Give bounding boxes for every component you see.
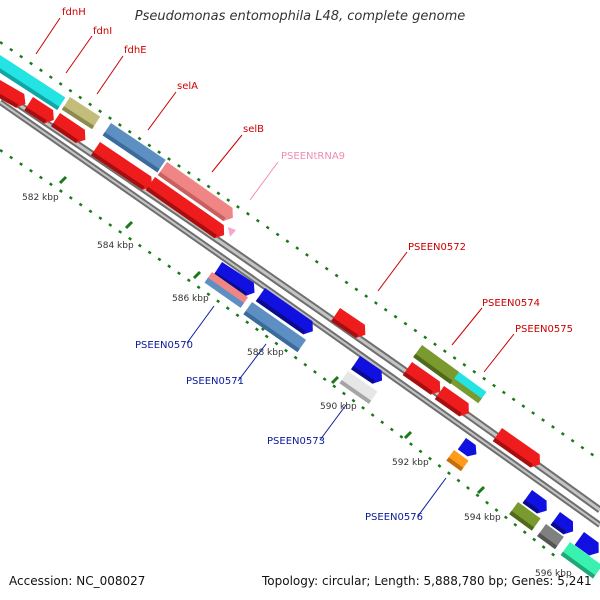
accession-label: Accession: NC_008027 bbox=[9, 574, 146, 588]
gene-block-594-blue-c[interactable] bbox=[574, 532, 600, 559]
gene-label-selA: selA bbox=[177, 81, 198, 92]
gene-block-PSEEN0570-b[interactable] bbox=[204, 272, 249, 308]
gene-block-left-red-5[interactable] bbox=[145, 177, 229, 242]
gene-block-PSEEN0571-a[interactable] bbox=[255, 288, 318, 338]
trna-marker[interactable] bbox=[228, 227, 236, 237]
gene-label-PSEEN0572: PSEEN0572 bbox=[408, 242, 466, 253]
gene-block-left-red-3[interactable] bbox=[51, 113, 90, 146]
gene-block-PSEEN0576-b[interactable] bbox=[446, 450, 469, 472]
gene-block-PSEEN0572[interactable] bbox=[331, 308, 370, 341]
gene-label-PSEEN0570: PSEEN0570 bbox=[135, 340, 193, 351]
gene-block-left-red-1[interactable] bbox=[0, 80, 29, 111]
gene-label-PSEENtRNA9: PSEENtRNA9 bbox=[281, 151, 345, 162]
gene-block-PSEEN0574[interactable] bbox=[413, 345, 460, 385]
gene-block-fdnH[interactable] bbox=[0, 54, 66, 111]
tick-590 bbox=[330, 375, 340, 385]
gene-block-PSEEN0575[interactable] bbox=[450, 372, 487, 404]
tick-label-592: 592 kbp bbox=[392, 458, 429, 468]
tick-label-582: 582 kbp bbox=[22, 193, 59, 203]
tick-label-596: 596 kbp bbox=[535, 569, 572, 579]
gene-block-selA[interactable] bbox=[157, 162, 238, 224]
tick-592 bbox=[403, 430, 413, 440]
gene-block-596-mint[interactable] bbox=[560, 542, 600, 579]
tick-label-584: 584 kbp bbox=[97, 241, 134, 251]
gene-block-left-red-2[interactable] bbox=[24, 97, 58, 127]
gene-block-PSEEN0573-a[interactable] bbox=[351, 356, 386, 387]
gene-block-PSEEN0576-a[interactable] bbox=[457, 438, 481, 460]
tick-584 bbox=[124, 220, 134, 230]
gene-block-594-grey[interactable] bbox=[537, 524, 564, 550]
gene-block-fdnI[interactable] bbox=[61, 97, 101, 130]
tick-label-594: 594 kbp bbox=[464, 513, 501, 523]
gene-block-fdhE[interactable] bbox=[102, 123, 166, 173]
gene-label-PSEEN0575: PSEEN0575 bbox=[515, 324, 573, 335]
gene-block-PSEEN0571-b[interactable] bbox=[243, 302, 307, 353]
gene-label-fdnI: fdnI bbox=[93, 26, 112, 37]
genome-summary: Topology: circular; Length: 5,888,780 bp… bbox=[262, 574, 592, 588]
map-title: Pseudomonas entomophila L48, complete ge… bbox=[134, 9, 466, 24]
gene-label-fdnH: fdnH bbox=[62, 7, 86, 18]
reverse-leader-lines bbox=[186, 305, 447, 517]
gene-block-594-blue-b[interactable] bbox=[550, 512, 578, 538]
gene-label-fdhE: fdhE bbox=[124, 45, 147, 56]
inner-tick-ring bbox=[0, 148, 561, 561]
tick-582 bbox=[58, 175, 68, 185]
gene-block-red-590a[interactable] bbox=[402, 362, 445, 398]
gene-block-594-olive[interactable] bbox=[509, 502, 541, 531]
gene-label-PSEEN0573: PSEEN0573 bbox=[267, 436, 325, 447]
tick-label-588: 588 kbp bbox=[247, 348, 284, 358]
gene-block-red-592[interactable] bbox=[492, 428, 545, 471]
gene-label-PSEEN0576: PSEEN0576 bbox=[365, 512, 423, 523]
gene-block-red-590b[interactable] bbox=[434, 386, 474, 420]
tick-586 bbox=[192, 270, 202, 280]
gene-label-PSEEN0574: PSEEN0574 bbox=[482, 298, 540, 309]
gene-label-PSEEN0571: PSEEN0571 bbox=[186, 376, 244, 387]
tick-594 bbox=[476, 485, 486, 495]
gene-block-PSEEN0570-a[interactable] bbox=[213, 262, 259, 299]
tick-label-586: 586 kbp bbox=[172, 294, 209, 304]
trna-leader-line bbox=[249, 161, 279, 201]
outer-tick-ring bbox=[0, 40, 600, 462]
gene-label-selB: selB bbox=[243, 124, 264, 135]
forward-leader-lines bbox=[35, 17, 515, 373]
gene-block-left-red-4[interactable] bbox=[91, 142, 156, 193]
gene-block-594-blue-a[interactable] bbox=[522, 490, 552, 517]
tick-label-590: 590 kbp bbox=[320, 402, 357, 412]
gene-block-PSEEN0573-b[interactable] bbox=[339, 371, 378, 404]
